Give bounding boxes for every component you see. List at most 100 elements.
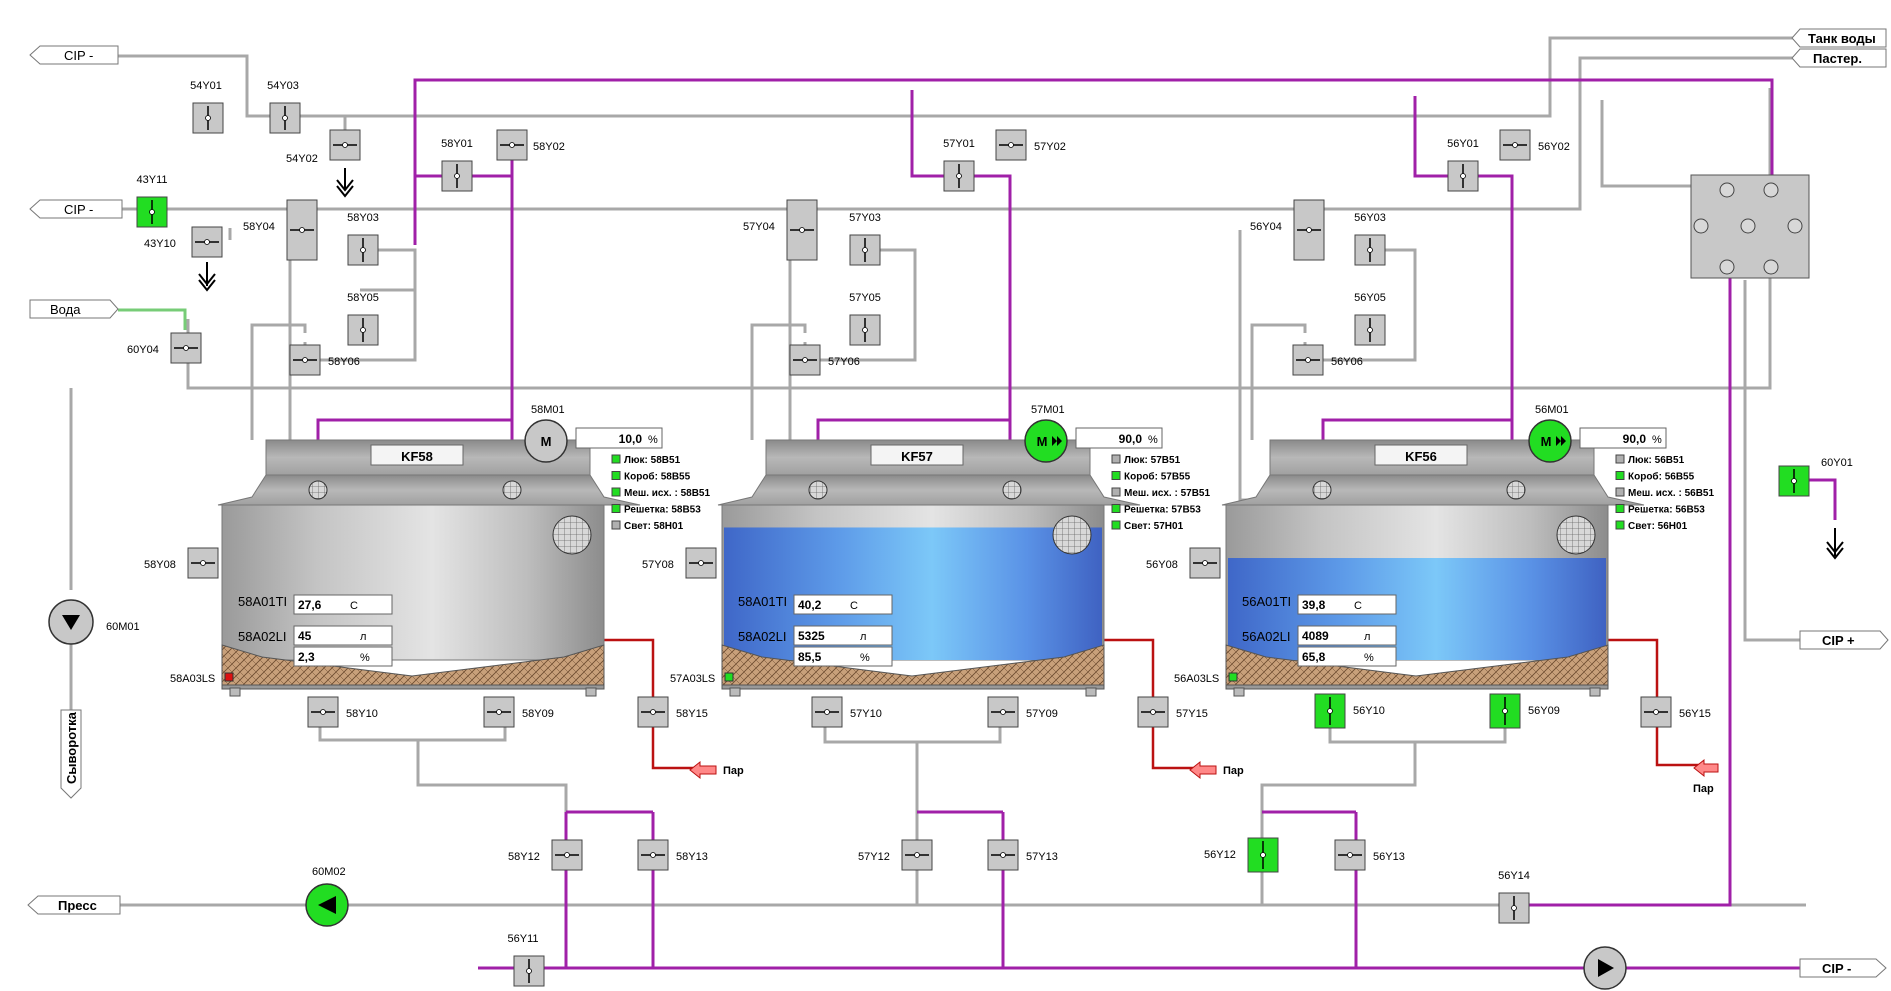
io-tag-tank-vody[interactable]: Танк воды	[1791, 28, 1887, 48]
svg-text:Сыворотка: Сыворотка	[64, 711, 79, 784]
temp-tag: 58A01TI	[238, 594, 287, 609]
temp-value: 27,6	[298, 598, 322, 612]
valve-56Y11[interactable]: 56Y11	[508, 933, 545, 987]
valve-57Y08[interactable]: 57Y08	[642, 547, 717, 579]
valve-60Y01[interactable]: 60Y01	[1778, 457, 1853, 497]
valve-54Y02[interactable]: 54Y02	[286, 129, 361, 165]
level-switch-indicator	[224, 672, 234, 682]
valve-56Y05[interactable]: 56Y05	[1354, 292, 1386, 346]
fast-forward-icon	[1052, 436, 1062, 446]
level-tag: 58A02LI	[238, 629, 286, 644]
valve-58Y06[interactable]: 58Y06	[289, 344, 360, 376]
valve-57Y09[interactable]: 57Y09	[987, 696, 1058, 728]
valve-57Y05[interactable]: 57Y05	[849, 292, 881, 346]
agitator-motor[interactable]: M	[1528, 419, 1572, 463]
temp-value: 39,8	[1302, 598, 1326, 612]
status-label: Короб: 56B55	[1628, 471, 1695, 483]
io-tag-press[interactable]: Пресс	[27, 895, 121, 915]
io-tag-cip-minus-mid[interactable]: CIP -	[29, 199, 123, 219]
valve-43Y11[interactable]: 43Y11	[136, 174, 168, 228]
valve-58Y15[interactable]: 58Y15	[637, 696, 708, 728]
svg-text:Танк воды: Танк воды	[1808, 31, 1876, 46]
valve-56Y09[interactable]: 56Y09	[1489, 693, 1560, 729]
valve-56Y15[interactable]: 56Y15	[1640, 696, 1711, 728]
valve-56Y10[interactable]: 56Y10	[1314, 693, 1385, 729]
valve-56Y01[interactable]: 56Y01	[1447, 138, 1479, 192]
valve-56Y13[interactable]: 56Y13	[1334, 839, 1405, 871]
status-indicator	[611, 487, 621, 497]
valve-label: 58Y02	[533, 141, 565, 153]
pump-60M01[interactable]: 60M01	[48, 599, 140, 645]
valve-56Y02[interactable]: 56Y02	[1499, 129, 1570, 161]
io-tag-cip-plus[interactable]: CIP +	[1799, 630, 1889, 650]
valve-58Y13[interactable]: 58Y13	[637, 839, 708, 871]
valve-58Y08[interactable]: 58Y08	[144, 547, 219, 579]
status-label: Люк: 57B51	[1124, 455, 1181, 466]
cip-distributor-panel[interactable]	[1690, 174, 1810, 279]
valve-label: 57Y02	[1034, 141, 1066, 153]
io-tag-voda[interactable]: Вода	[29, 299, 119, 319]
valve-58Y03[interactable]: 58Y03	[347, 212, 379, 266]
valve-58Y01[interactable]: 58Y01	[441, 138, 473, 192]
nozzle-icon	[502, 480, 522, 500]
motor-tag: 57M01	[1031, 404, 1065, 416]
valve-54Y03[interactable]: 54Y03	[267, 80, 301, 134]
nozzle-icon	[1312, 480, 1332, 500]
valve-label: 58Y13	[676, 851, 708, 863]
motor-tag: 58M01	[531, 404, 565, 416]
level-switch-indicator	[724, 672, 734, 682]
io-tag-par-2[interactable]: Пар	[1189, 760, 1244, 780]
valve-label: 58Y12	[508, 851, 540, 863]
valve-57Y02[interactable]: 57Y02	[995, 129, 1066, 161]
io-tag-cip-minus-bottom[interactable]: CIP -	[1799, 958, 1887, 978]
valve-57Y10[interactable]: 57Y10	[811, 696, 882, 728]
valve-60Y04[interactable]: 60Y04	[127, 332, 202, 364]
valve-label: 57Y15	[1176, 708, 1208, 720]
status-label: Решетка: 56B53	[1628, 505, 1705, 516]
valve-56Y04[interactable]: 56Y04	[1250, 199, 1325, 261]
valve-57Y13[interactable]: 57Y13	[987, 839, 1058, 871]
valve-label: 56Y14	[1498, 870, 1530, 882]
valve-57Y06[interactable]: 57Y06	[789, 344, 860, 376]
valve-43Y10[interactable]: 43Y10	[144, 226, 223, 258]
valve-57Y04[interactable]: 57Y04	[743, 199, 818, 261]
io-tag-cip-minus-top[interactable]: CIP -	[29, 45, 119, 65]
valve-58Y12[interactable]: 58Y12	[508, 839, 583, 871]
status-label: Меш. исх. : 56B51	[1628, 488, 1714, 499]
valve-54Y01[interactable]: 54Y01	[190, 80, 224, 134]
valve-57Y12[interactable]: 57Y12	[858, 839, 933, 871]
valve-57Y15[interactable]: 57Y15	[1137, 696, 1208, 728]
io-tag-syvorotka[interactable]: Сыворотка	[60, 709, 82, 799]
io-tag-paster[interactable]: Пастер.	[1791, 48, 1887, 68]
valve-58Y05[interactable]: 58Y05	[347, 292, 379, 346]
valve-56Y06[interactable]: 56Y06	[1292, 344, 1363, 376]
pump-cip-return[interactable]	[1583, 946, 1627, 990]
valve-58Y04[interactable]: 58Y04	[243, 199, 318, 261]
valve-57Y03[interactable]: 57Y03	[849, 212, 881, 266]
agitator-motor[interactable]: M	[1024, 419, 1068, 463]
valve-56Y08[interactable]: 56Y08	[1146, 547, 1221, 579]
valve-58Y10[interactable]: 58Y10	[307, 696, 378, 728]
valve-57Y01[interactable]: 57Y01	[943, 138, 975, 192]
status-indicator	[1615, 504, 1625, 513]
valve-label: 54Y03	[267, 80, 299, 92]
svg-text:Пастер.: Пастер.	[1813, 51, 1862, 66]
io-tag-par-3[interactable]: Пар	[1693, 758, 1719, 795]
valve-56Y14[interactable]: 56Y14	[1498, 870, 1530, 924]
pump-60M02[interactable]: 60M02	[305, 866, 349, 927]
valve-58Y02[interactable]: 58Y02	[496, 129, 565, 161]
status-indicator	[1615, 487, 1625, 497]
valve-label: 60Y04	[127, 344, 159, 356]
valve-56Y03[interactable]: 56Y03	[1354, 212, 1386, 266]
io-tag-par-1[interactable]: Пар	[689, 760, 744, 780]
valve-58Y09[interactable]: 58Y09	[483, 696, 554, 728]
valve-56Y12[interactable]: 56Y12	[1204, 837, 1279, 873]
agitator-motor[interactable]: M	[524, 419, 568, 463]
svg-text:Вода: Вода	[50, 302, 81, 317]
valve-label: 56Y01	[1447, 138, 1479, 150]
nozzle-icon	[1002, 480, 1022, 500]
